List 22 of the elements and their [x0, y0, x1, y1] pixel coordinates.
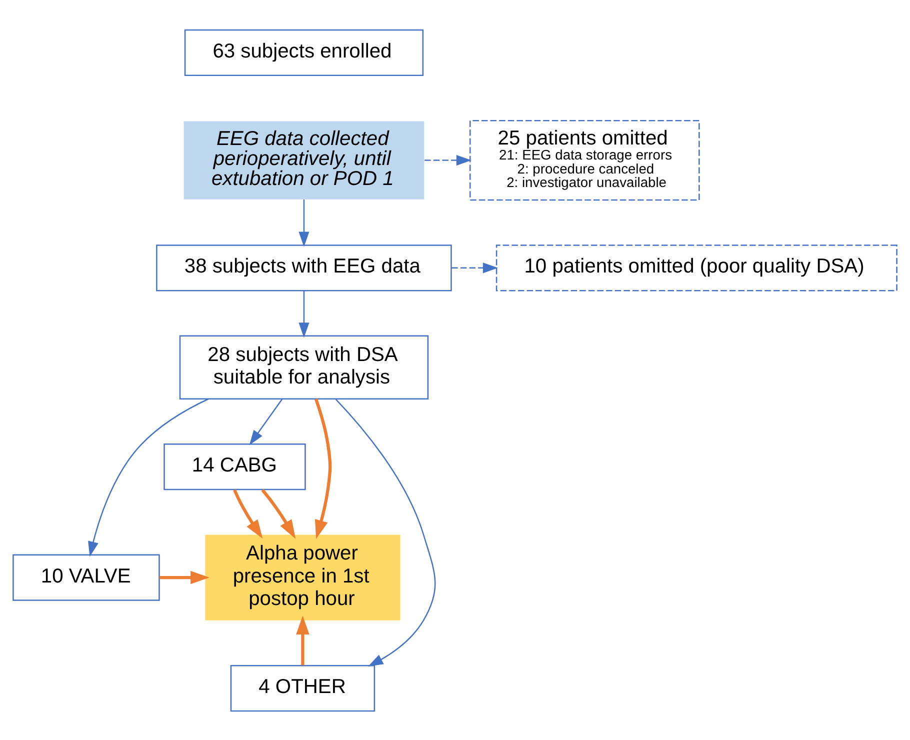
node-box: 38 subjects with EEG data [156, 244, 452, 291]
arrow [249, 398, 283, 445]
node-box: 14 CABG [164, 443, 306, 490]
node-box: 63 subjects enrolled [184, 28, 424, 76]
node-box: EEG data collected perioperatively, until extubation or POD 1 [184, 120, 424, 199]
node-box: 4 OTHER [230, 664, 376, 712]
arrow [298, 290, 310, 338]
arrow [452, 262, 498, 273]
arrow [296, 615, 310, 665]
node-box: 25 patients omitted 21: EEG data storage errors 2: procedure canceled 2: investigator unavailable [469, 120, 700, 200]
node-box: 10 VALVE [12, 554, 160, 600]
node-box: 10 patients omitted (poor quality DSA) [496, 244, 898, 291]
arrow [233, 488, 263, 538]
arrow [336, 398, 436, 666]
arrow [261, 488, 296, 538]
arrow [298, 199, 310, 246]
node-box: Alpha power presence in 1st postop hour [205, 534, 400, 620]
arrow [88, 398, 209, 556]
arrow [424, 154, 472, 166]
arrow [159, 570, 210, 584]
arrow [314, 398, 332, 538]
node-box: 28 subjects with DSA suitable for analysis [179, 334, 429, 399]
